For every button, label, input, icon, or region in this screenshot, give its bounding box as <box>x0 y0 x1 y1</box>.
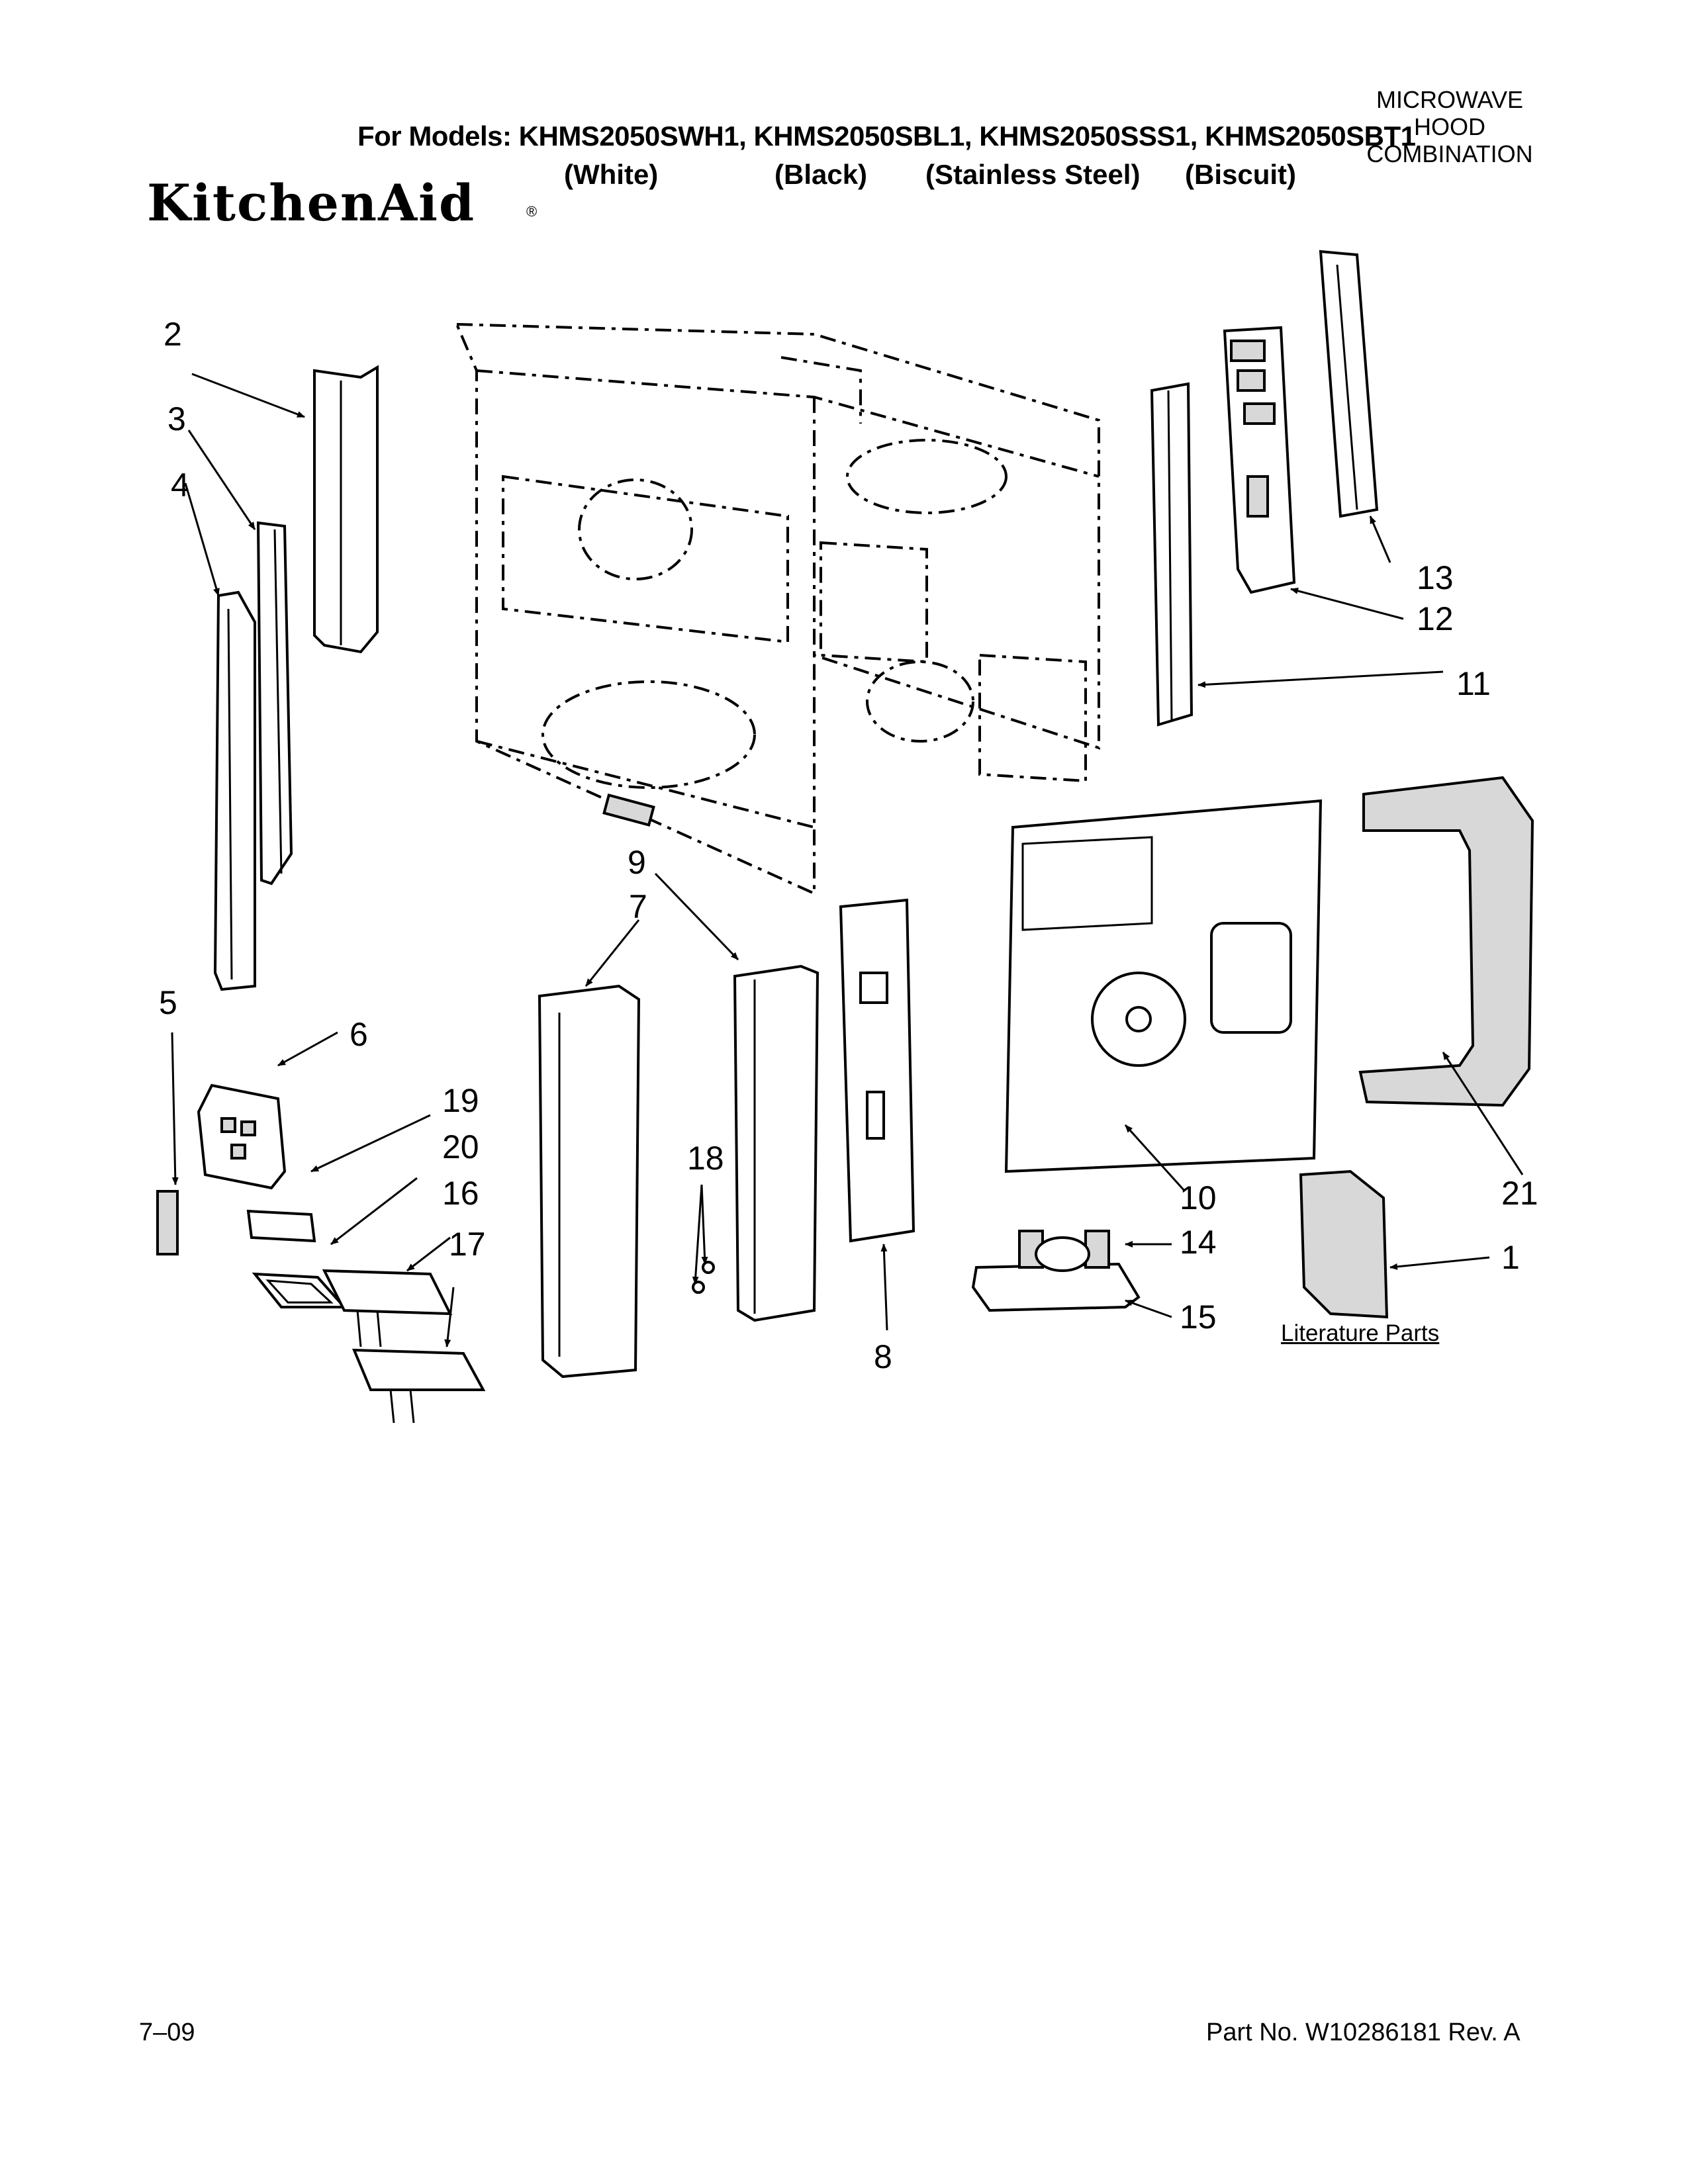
footer-part-number: Part No. W10286181 Rev. A <box>1206 2019 1521 2046</box>
variant-black: (Black) <box>774 159 868 190</box>
part-17-ribbon <box>352 1348 486 1424</box>
callout-5: 5 <box>159 984 177 1021</box>
callout-8: 8 <box>874 1338 892 1375</box>
callout-18: 18 <box>687 1140 724 1177</box>
part-16-ribbon <box>322 1269 453 1347</box>
callout-6: 6 <box>350 1016 368 1053</box>
callout-9: 9 <box>628 844 646 881</box>
part-19-pad <box>246 1209 316 1243</box>
part-6-board <box>197 1083 287 1190</box>
models-line: For Models: KHMS2050SWH1, KHMS2050SBL1, … <box>357 120 1416 152</box>
callout-10: 10 <box>1180 1179 1217 1216</box>
callout-21: 21 <box>1501 1175 1538 1212</box>
part-2-duct <box>313 365 379 654</box>
leader-lines <box>171 373 1524 1347</box>
product-type-line-3: COMBINATION <box>1366 140 1533 167</box>
part-3-bracket <box>256 521 293 886</box>
variant-biscuit: (Biscuit) <box>1185 159 1296 190</box>
part-7-door <box>538 984 641 1379</box>
callout-12: 12 <box>1417 600 1454 637</box>
part-4-side-panel <box>213 590 256 991</box>
callout-16: 16 <box>442 1175 479 1212</box>
callout-2: 2 <box>164 316 182 353</box>
part-11-duct <box>1150 382 1194 727</box>
callout-1: 1 <box>1501 1239 1520 1276</box>
callout-7: 7 <box>629 888 647 925</box>
footer-date: 7–09 <box>139 2019 195 2046</box>
callout-14: 14 <box>1180 1224 1217 1261</box>
callout-15: 15 <box>1180 1298 1217 1336</box>
cabinet-frame <box>454 322 1100 896</box>
part-10-bottom-plate <box>1004 799 1323 1173</box>
part-12-relay-board <box>1223 326 1296 594</box>
part-9-control-frame <box>733 964 820 1322</box>
product-type: MICROWAVE HOOD COMBINATION <box>1344 86 1556 167</box>
callout-11: 11 <box>1456 665 1491 702</box>
brand-logo: KitchenAid <box>147 173 476 232</box>
literature-parts-label: Literature Parts <box>1281 1320 1440 1346</box>
callout-20: 20 <box>442 1128 479 1165</box>
part-13-board-bracket <box>1319 250 1379 518</box>
callout-3: 3 <box>167 400 186 437</box>
callout-19: 19 <box>442 1082 479 1119</box>
callout-4: 4 <box>171 467 189 504</box>
variant-white: (White) <box>564 159 659 190</box>
callout-13: 13 <box>1417 559 1454 596</box>
part-5-switch <box>156 1190 179 1255</box>
product-type-line-2: HOOD <box>1414 113 1485 140</box>
part-14-15-assembly <box>971 1230 1141 1312</box>
part-21-foam-gasket <box>1358 776 1534 1107</box>
part-1-literature <box>1299 1169 1389 1319</box>
callout-17: 17 <box>449 1226 486 1263</box>
part-8-control-plate <box>839 898 915 1243</box>
variant-stainless-steel: (Stainless Steel) <box>925 159 1141 190</box>
product-type-line-1: MICROWAVE <box>1376 86 1523 113</box>
brand-registered-mark: ® <box>526 203 538 220</box>
